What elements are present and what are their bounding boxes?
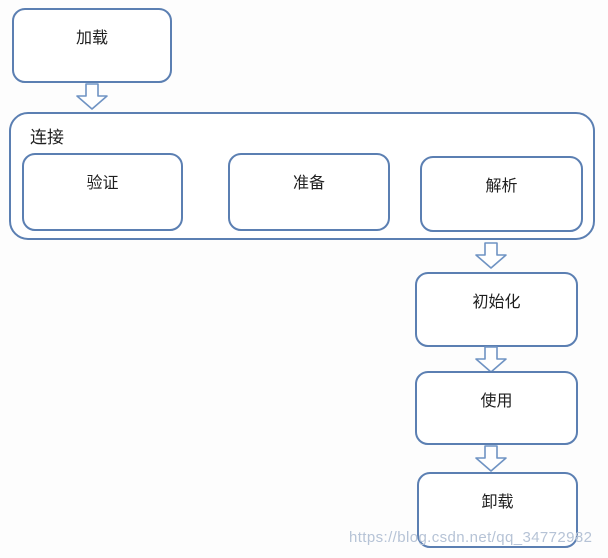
node-prepare: 准备 — [228, 153, 390, 231]
node-use: 使用 — [415, 371, 578, 445]
node-unload-label: 卸载 — [481, 494, 514, 511]
node-resolve-label: 解析 — [485, 178, 518, 195]
node-verify: 验证 — [22, 153, 183, 231]
watermark-url: https://blog.csdn.net/qq_34772982 — [349, 529, 593, 546]
down-block-arrow-icon — [73, 83, 111, 110]
node-load: 加载 — [12, 8, 172, 83]
node-prepare-label: 准备 — [292, 175, 325, 192]
node-verify-label: 验证 — [86, 175, 119, 192]
node-resolve: 解析 — [420, 156, 583, 232]
node-use-label: 使用 — [480, 393, 513, 410]
down-block-arrow-icon — [472, 242, 510, 269]
node-load-label: 加载 — [75, 30, 108, 47]
down-block-arrow-icon — [472, 346, 510, 373]
node-initialize: 初始化 — [415, 272, 578, 347]
node-unload: 卸载 — [417, 472, 578, 548]
node-link-label: 连接 — [30, 128, 64, 147]
down-block-arrow-icon — [472, 445, 510, 472]
node-initialize-label: 初始化 — [472, 294, 521, 311]
